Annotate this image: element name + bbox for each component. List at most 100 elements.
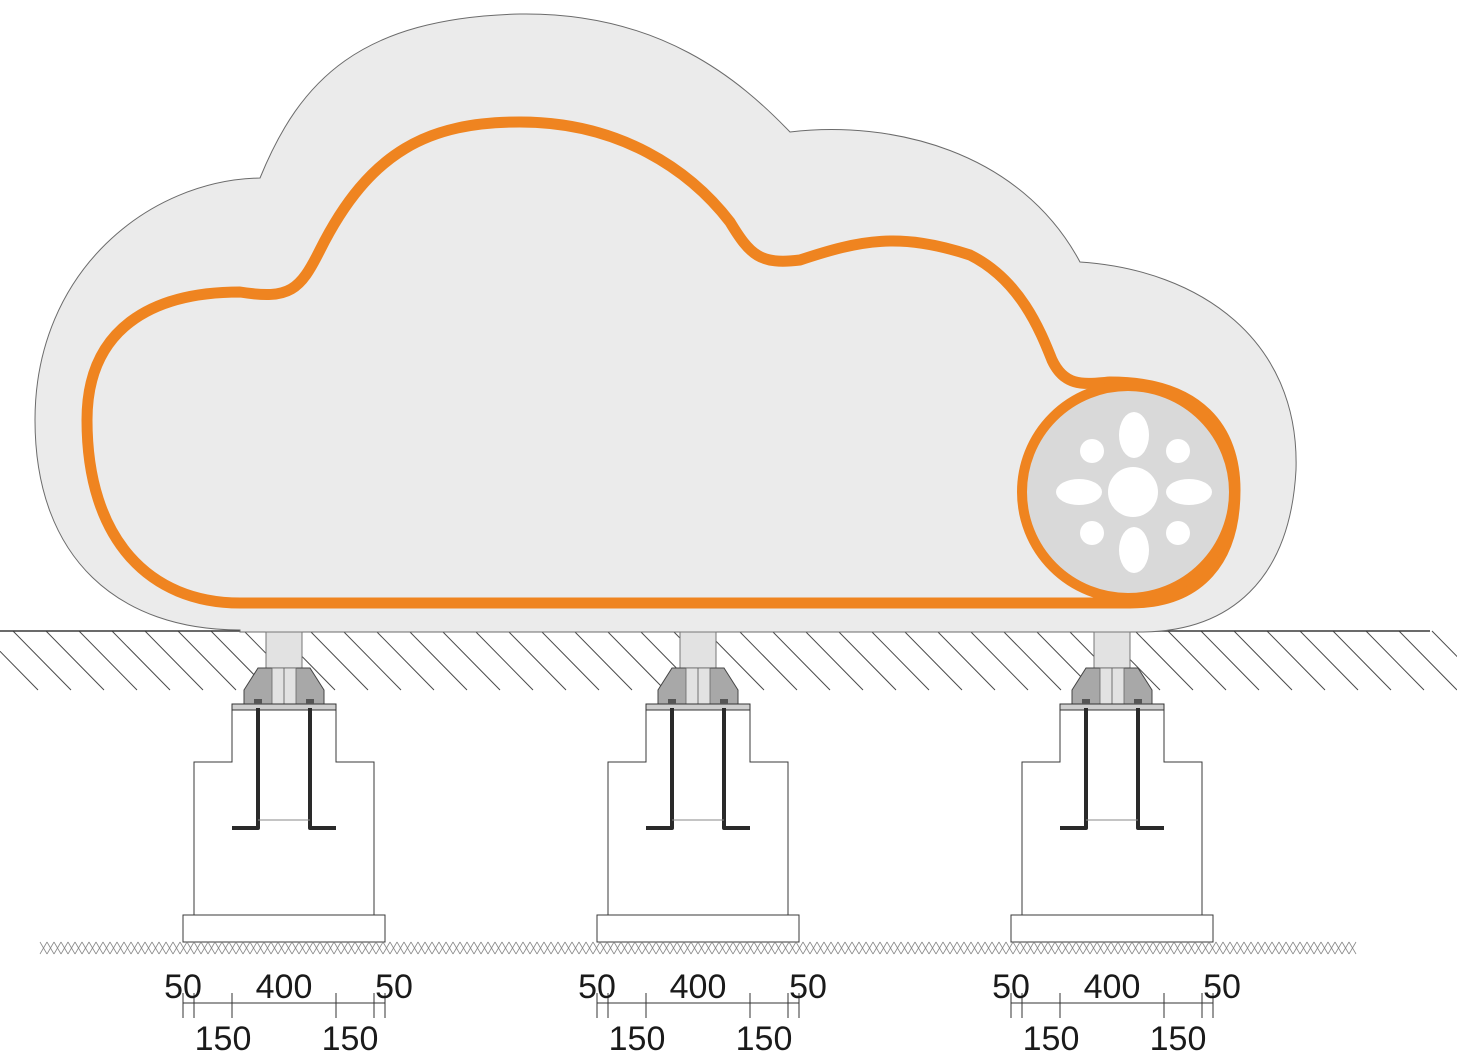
support-foundations	[182, 631, 1214, 943]
support-2	[596, 631, 800, 943]
dimension-label-top: 50	[1203, 968, 1241, 1006]
gravel-stroke	[739, 941, 748, 955]
hatch-line	[0, 650, 39, 691]
gravel-stroke	[368, 941, 377, 955]
gravel-stroke	[1313, 941, 1322, 955]
hatch-line	[78, 630, 138, 691]
gravel-stroke	[837, 941, 846, 955]
dimension-label-bottom: 150	[322, 1020, 379, 1058]
dimension-label-bottom: 150	[195, 1020, 252, 1058]
anchor-nut	[1134, 699, 1142, 704]
gravel-stroke	[753, 941, 762, 955]
gravel-stroke	[144, 941, 153, 955]
gravel-stroke	[613, 941, 622, 955]
gravel-stroke	[1005, 941, 1014, 955]
gravel-stroke	[277, 941, 286, 955]
gravel-stroke	[1061, 941, 1070, 955]
gravel-stroke	[627, 941, 636, 955]
gravel-stroke	[1131, 941, 1140, 955]
gravel-stroke	[802, 941, 811, 955]
anchor-bolt-right	[722, 708, 750, 830]
gravel-stroke	[921, 941, 930, 955]
cloud-outer-panel	[34, 13, 1297, 633]
gravel-stroke	[158, 941, 167, 955]
dimension-label-top: 400	[1084, 968, 1141, 1006]
gravel-stroke	[1089, 941, 1098, 955]
gravel-stroke	[571, 941, 580, 955]
gravel-stroke	[256, 941, 265, 955]
concrete-pier	[607, 706, 789, 916]
gravel-stroke	[508, 941, 517, 955]
hatch-line	[408, 630, 468, 691]
gravel-stroke	[1320, 941, 1329, 955]
gravel-stroke	[179, 941, 188, 955]
hatch-line	[771, 630, 831, 691]
gravel-stroke	[816, 941, 825, 955]
gravel-stroke	[60, 941, 69, 955]
dimension-label-top: 50	[375, 968, 413, 1006]
gravel-stroke	[1110, 941, 1119, 955]
gravel-stroke	[991, 941, 1000, 955]
hatch-line	[1266, 630, 1326, 691]
hatch-line	[1398, 630, 1457, 691]
gravel-stroke	[795, 941, 804, 955]
flower-wheel-icon	[1017, 381, 1239, 603]
gravel-stroke	[648, 941, 657, 955]
hatch-line	[804, 630, 864, 691]
hatch-line	[12, 630, 72, 691]
gravel-stroke	[200, 941, 209, 955]
gravel-stroke	[424, 941, 433, 955]
base-plate	[231, 703, 337, 711]
gravel-stroke	[375, 941, 384, 955]
gravel-stroke	[732, 941, 741, 955]
gravel-stroke	[1215, 941, 1224, 955]
gravel-stroke	[382, 941, 391, 955]
gravel-stroke	[620, 941, 629, 955]
cloud-sign	[34, 13, 1297, 633]
anchor-nut	[720, 699, 728, 704]
concrete-pier	[193, 706, 375, 916]
wheel-dot-bottom-left	[1080, 521, 1104, 545]
gravel-stroke	[340, 941, 349, 955]
gravel-stroke	[263, 941, 272, 955]
gravel-stroke	[81, 941, 90, 955]
gravel-stroke	[354, 941, 363, 955]
gravel-stroke	[1306, 941, 1315, 955]
gravel-stroke	[704, 941, 713, 955]
gravel-stroke	[46, 941, 55, 955]
steel-post	[265, 631, 303, 673]
hatch-line	[969, 630, 1029, 691]
base-plate	[645, 703, 751, 711]
gravel-stroke	[228, 941, 237, 955]
gravel-stroke	[1201, 941, 1210, 955]
gravel-stroke	[725, 941, 734, 955]
hatch-line	[1134, 630, 1194, 691]
gravel-stroke	[1180, 941, 1189, 955]
gravel-stroke	[1229, 941, 1238, 955]
hatch-line	[375, 630, 435, 691]
gravel-stroke	[487, 941, 496, 955]
gravel-stroke	[165, 941, 174, 955]
wheel-dot-bottom-right	[1166, 521, 1190, 545]
gravel-stroke	[970, 941, 979, 955]
hatch-line	[1167, 630, 1227, 691]
gravel-stroke	[662, 941, 671, 955]
gravel-stroke	[1243, 941, 1252, 955]
gravel-stroke	[1103, 941, 1112, 955]
gravel-stroke	[249, 941, 258, 955]
gravel-stroke	[494, 941, 503, 955]
gravel-stroke	[977, 941, 986, 955]
gravel-stroke	[403, 941, 412, 955]
gravel-stroke	[830, 941, 839, 955]
hatch-line	[870, 630, 930, 691]
gravel-stroke	[74, 941, 83, 955]
gravel-stroke	[900, 941, 909, 955]
gravel-stroke	[1264, 941, 1273, 955]
anchor-nut	[668, 699, 676, 704]
hatch-line	[144, 630, 204, 691]
gravel-stroke	[522, 941, 531, 955]
gravel-stroke	[1250, 941, 1259, 955]
gravel-stroke	[116, 941, 125, 955]
wheel-petal-left	[1056, 479, 1102, 505]
gravel-stroke	[333, 941, 342, 955]
